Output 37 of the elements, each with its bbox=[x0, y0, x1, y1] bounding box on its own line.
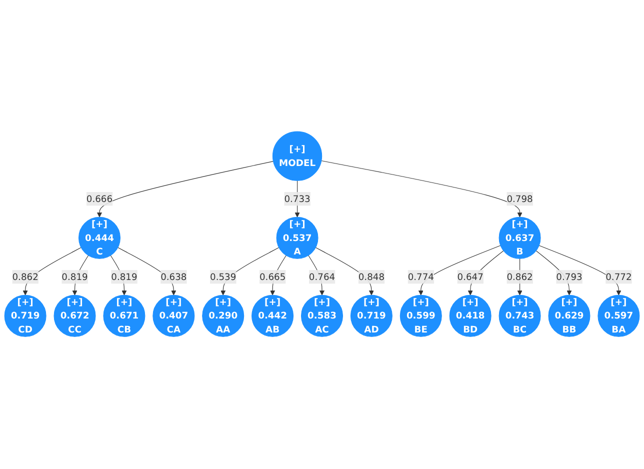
edge-label: 0.774 bbox=[408, 272, 434, 282]
edge-label: 0.665 bbox=[259, 272, 286, 282]
node-circle: [+] 0.407 CA bbox=[152, 295, 195, 338]
edge-label: 0.819 bbox=[62, 272, 88, 282]
node-circle: [+] 0.719 AD bbox=[350, 295, 392, 338]
edge-label: 0.772 bbox=[606, 272, 632, 282]
arrow bbox=[96, 161, 274, 218]
node-circle: [+] 0.599 BE bbox=[400, 295, 442, 338]
node-circle: [+] 0.671 CB bbox=[103, 295, 146, 338]
edge-label: 0.819 bbox=[111, 272, 138, 282]
edge-label: 0.862 bbox=[506, 272, 533, 282]
node-circle: [+] 0.637 B bbox=[498, 217, 541, 260]
edge-label: 0.539 bbox=[210, 272, 236, 282]
node-circle: [+] 0.583 AC bbox=[300, 295, 344, 338]
edge-label: 0.666 bbox=[86, 194, 113, 204]
edge-label: 0.862 bbox=[12, 272, 38, 282]
edge-label: 0.764 bbox=[308, 272, 336, 282]
edge-label: 0.793 bbox=[556, 272, 582, 282]
node-circle: [+] 0.629 BB bbox=[548, 295, 590, 338]
edge-label: 0.848 bbox=[358, 272, 385, 282]
node-circle: [+] 0.672 CC bbox=[54, 295, 96, 338]
node-circle: [+] 0.290 AA bbox=[202, 295, 244, 338]
edge-label: 0.733 bbox=[284, 194, 310, 204]
arrow bbox=[538, 246, 622, 296]
node-circle: [+] 0.418 BD bbox=[449, 295, 492, 338]
node-circle: [+] 0.537 A bbox=[276, 217, 318, 260]
edge-label: 0.638 bbox=[160, 272, 187, 282]
node-circle: [+] 0.719 CD bbox=[4, 295, 46, 338]
edge-label: 0.647 bbox=[457, 272, 484, 282]
node-circle: [+] 0.597 BA bbox=[598, 295, 640, 338]
node-circle: [+] 0.743 BC bbox=[498, 295, 541, 338]
arrow bbox=[321, 160, 522, 218]
arrow bbox=[418, 246, 501, 296]
node-circle: [+] 0.444 C bbox=[78, 217, 120, 260]
node-circle: [+] MODEL bbox=[272, 132, 322, 182]
node-circle: [+] 0.442 AB bbox=[252, 295, 294, 338]
edge-label: 0.798 bbox=[506, 194, 533, 204]
